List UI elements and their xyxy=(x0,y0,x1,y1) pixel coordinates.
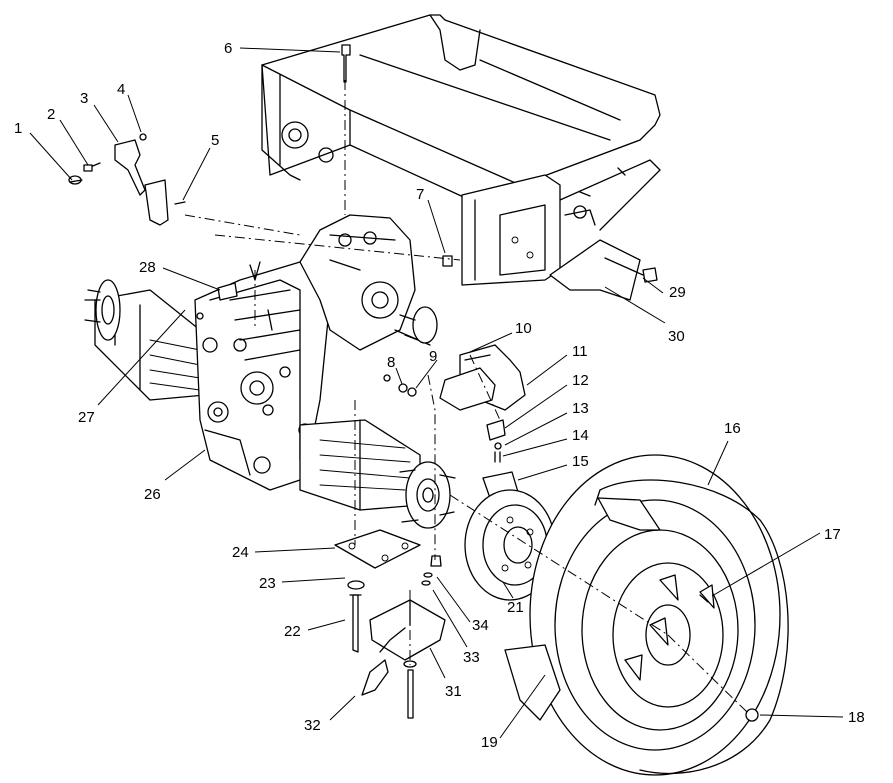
callout-28: 28 xyxy=(139,259,156,276)
callout-6: 6 xyxy=(224,40,232,57)
callout-10: 10 xyxy=(515,320,532,337)
bolt-6 xyxy=(341,44,351,83)
callout-1: 1 xyxy=(14,120,22,137)
bolt-27 xyxy=(196,312,204,320)
frame-assembly xyxy=(261,14,661,286)
callout-32: 32 xyxy=(304,717,321,734)
callout-27: 27 xyxy=(78,409,95,426)
callout-19: 19 xyxy=(481,734,498,751)
callout-12: 12 xyxy=(572,372,589,389)
callout-24: 24 xyxy=(232,544,249,561)
callout-29: 29 xyxy=(669,284,686,301)
callout-18: 18 xyxy=(848,709,865,726)
alignment-lines xyxy=(184,80,749,714)
callout-15: 15 xyxy=(572,453,589,470)
callout-14: 14 xyxy=(572,427,589,444)
callout-3: 3 xyxy=(80,90,88,107)
callout-30: 30 xyxy=(668,328,685,345)
nut-7 xyxy=(442,255,453,267)
callout-13: 13 xyxy=(572,400,589,417)
callout-8: 8 xyxy=(387,354,395,371)
sensor-bracket xyxy=(361,555,446,719)
bracket-30 xyxy=(549,239,641,301)
bracket-28 xyxy=(217,282,238,301)
callout-17: 17 xyxy=(824,526,841,543)
callout-9: 9 xyxy=(429,348,437,365)
callout-11: 11 xyxy=(572,343,588,360)
callout-7: 7 xyxy=(416,186,424,203)
mount-hardware xyxy=(334,529,421,653)
valve-stem-17 xyxy=(699,594,709,603)
callout-23: 23 xyxy=(259,575,276,592)
callout-numbers: 1 2 3 4 5 6 7 8 9 10 11 12 13 14 15 16 1… xyxy=(14,40,865,751)
callout-34: 34 xyxy=(472,617,489,634)
leader-lines xyxy=(29,47,844,739)
callout-21: 21 xyxy=(507,599,524,616)
transaxle xyxy=(84,214,456,529)
callout-16: 16 xyxy=(724,420,741,437)
wheel-tire xyxy=(504,454,789,776)
callout-5: 5 xyxy=(211,132,219,149)
lug-nut-18 xyxy=(745,708,759,722)
callout-2: 2 xyxy=(47,106,55,123)
callout-33: 33 xyxy=(463,649,480,666)
bolt-29 xyxy=(642,267,658,283)
callout-31: 31 xyxy=(445,683,462,700)
brake-lever-parts xyxy=(68,133,186,226)
callout-26: 26 xyxy=(144,486,161,503)
callout-22: 22 xyxy=(284,623,301,640)
callout-4: 4 xyxy=(117,81,125,98)
